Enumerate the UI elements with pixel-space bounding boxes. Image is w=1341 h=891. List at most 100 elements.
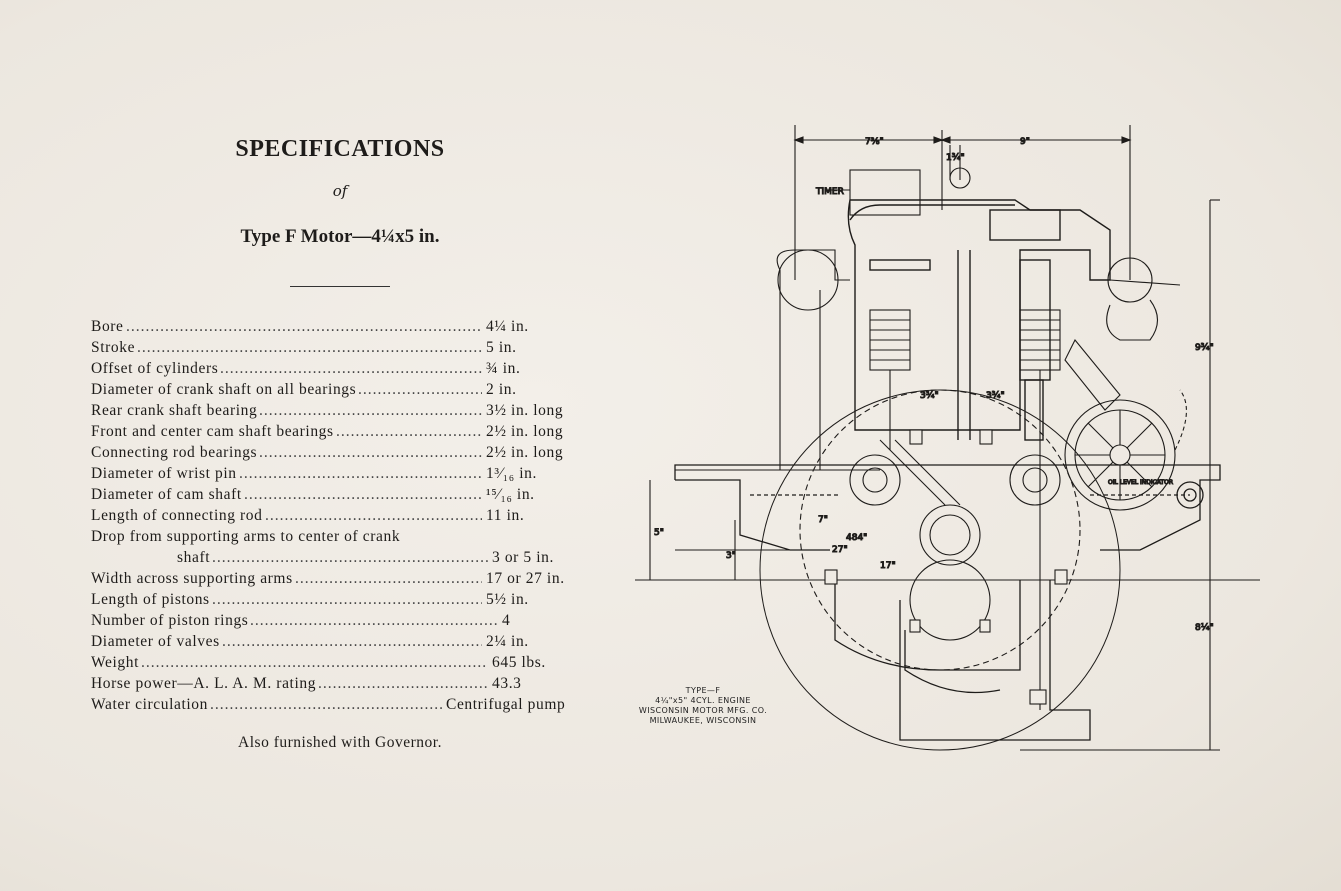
spec-label: Length of pistons (91, 591, 210, 608)
spec-label: Diameter of wrist pin (91, 465, 237, 482)
dim-34b: 3¾" (986, 391, 1005, 401)
spec-label: Diameter of crank shaft on all bearings (91, 381, 357, 398)
caption-line: WISCONSIN MOTOR MFG. CO. (638, 706, 768, 715)
dot-leader: ........................................… (259, 444, 482, 461)
spec-value: 5 in. (486, 339, 517, 356)
dot-leader: ........................................… (336, 423, 482, 440)
timer-label: TIMER (815, 187, 844, 197)
spec-row: Bore 4¼ in...............................… (91, 318, 601, 339)
dot-leader: ........................................… (210, 696, 442, 713)
timer-housing (825, 167, 971, 216)
dot-leader: ........................................… (126, 318, 482, 335)
divider (290, 286, 390, 287)
dot-leader: ........................................… (295, 570, 482, 587)
valve-springs (869, 309, 1061, 710)
spec-label: Water circulation (91, 696, 208, 713)
dot-leader: ........................................… (222, 633, 482, 650)
dot-leader: ........................................… (259, 402, 482, 419)
spec-row: Drop from supporting arms to center of c… (91, 528, 601, 549)
spec-row: Horse power—A. L. A. M. rating 43.3......… (91, 675, 601, 696)
spec-label: Length of connecting rod (91, 507, 263, 524)
spec-value: Centrifugal pump (446, 696, 566, 713)
spec-value: ¾ in. (486, 360, 521, 377)
oil-level-indicator-label: OIL LEVEL INDICATOR (1108, 479, 1173, 486)
crank-sweep (799, 389, 1081, 671)
oil-pan (834, 580, 1091, 741)
flywheel-outline (759, 389, 1121, 751)
spec-value: 11 in. (486, 507, 525, 524)
spec-value: 5½ in. (486, 591, 529, 608)
spec-label: Horse power—A. L. A. M. rating (91, 675, 317, 692)
dot-leader: ........................................… (212, 549, 488, 566)
dim-top-right: 9" (1020, 137, 1030, 147)
spec-value: 17 or 27 in. (486, 570, 565, 587)
dot-leader: ........................................… (137, 339, 482, 356)
dot-leader: ........................................… (250, 612, 498, 629)
dim-484: 484" (846, 533, 867, 543)
crankshaft-bearings (849, 439, 1061, 641)
spec-row: Length of pistons 5½ in..................… (91, 591, 601, 612)
spec-label: Bore (91, 318, 124, 335)
cylinder-block (847, 199, 1111, 441)
caption-line: TYPE—F (685, 686, 721, 695)
dot-leader: ........................................… (220, 360, 482, 377)
dim-left-3: 3" (726, 551, 736, 561)
intake-carburetor (1064, 257, 1181, 411)
dot-leader: ........................................… (239, 465, 482, 482)
governor-note: Also furnished with Governor. (238, 734, 442, 751)
exhaust-manifold (776, 249, 850, 471)
spec-row: Offset of cylinders ¾ in.................… (91, 360, 601, 381)
left-dimensions (635, 469, 1260, 581)
spec-label: Front and center cam shaft bearings (91, 423, 334, 440)
spec-label: Diameter of valves (91, 633, 220, 650)
spec-label: Width across supporting arms (91, 570, 293, 587)
dim-7: 7" (818, 515, 828, 525)
spec-label: Connecting rod bearings (91, 444, 258, 461)
dot-leader: ........................................… (358, 381, 482, 398)
dot-leader: ........................................… (318, 675, 488, 692)
dim-top-small: 1¾" (946, 153, 965, 163)
spec-value: 3 or 5 in. (492, 549, 554, 566)
spec-value: 645 lbs. (492, 654, 546, 671)
spec-value: 43.3 (492, 675, 522, 692)
caption-line: 4¼"x5" 4CYL. ENGINE (655, 696, 751, 705)
spec-value: ¹⁵⁄₁₆ in. (486, 486, 535, 503)
dot-leader: ........................................… (212, 591, 482, 608)
bolts (824, 429, 1068, 705)
spec-label: Drop from supporting arms to center of c… (91, 528, 401, 545)
spec-label: Stroke (91, 339, 136, 356)
spec-value: 4 (502, 612, 511, 629)
right-dimensions (1020, 199, 1220, 751)
dim-17: 17" (880, 561, 896, 571)
engine-cross-section-drawing: 7⅜" 9" 1¾" TIMER 9¾" 8¼" 5" 3" 27" 17" 7… (635, 125, 1260, 751)
motor-subtitle: Type F Motor—4¼x5 in. (240, 226, 440, 247)
spec-row: Width across supporting arms 17 or 27 in.… (91, 570, 601, 591)
spec-label: shaft (177, 549, 211, 566)
dim-right-lower: 8¼" (1195, 623, 1214, 633)
spec-value: 4¼ in. (486, 318, 529, 335)
specifications-panel: SPECIFICATIONS of Type F Motor—4¼x5 in. … (0, 0, 640, 891)
dim-34a: 3¾" (920, 391, 939, 401)
crankcase (674, 464, 1221, 551)
spec-label: Offset of cylinders (91, 360, 219, 377)
spec-list: Bore 4¼ in...............................… (91, 318, 601, 717)
spec-label: Rear crank shaft bearing (91, 402, 258, 419)
spec-value: 2½ in. long (486, 444, 564, 461)
spec-label: Weight (91, 654, 139, 671)
spec-label: Diameter of cam shaft (91, 486, 242, 503)
spec-row: shaft 3 or 5 in..........................… (91, 549, 601, 570)
spec-row: Connecting rod bearings 2½ in. long......… (91, 444, 601, 465)
spec-row: Weight 645 lbs...........................… (91, 654, 601, 675)
spec-value: 2 in. (486, 381, 517, 398)
dot-leader: ........................................… (141, 654, 488, 671)
dim-27: 27" (832, 545, 848, 555)
top-dimensions (793, 125, 1132, 280)
